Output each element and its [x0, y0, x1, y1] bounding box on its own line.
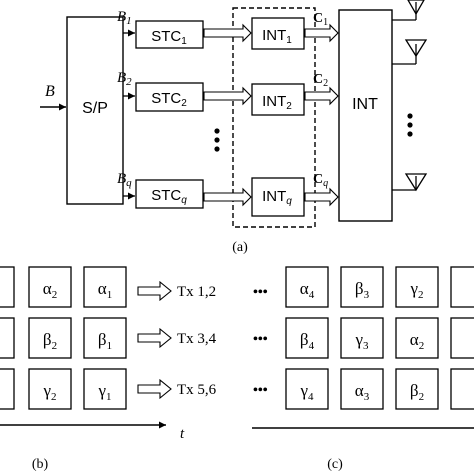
cell-c-r1-c3: [395, 266, 439, 308]
cell-b-r2-c2-label: β1: [98, 330, 112, 352]
int-q-block: [251, 177, 305, 217]
cell-c-r2-c1: [285, 317, 329, 359]
cell-b-r1-c1: [28, 266, 72, 308]
interleaver-group-dashed: [232, 7, 316, 228]
cell-b-partial-r2: [0, 317, 15, 359]
cell-c-partial-r2: [450, 317, 474, 359]
tx-label-r1: Tx 1,2: [177, 284, 216, 300]
int-2-block: [251, 83, 305, 116]
int-big-label: INT: [352, 96, 378, 113]
vertical-dots-middle: [214, 128, 220, 152]
hollow-arrow-int1-int: [304, 23, 339, 43]
cell-c-r1-c2-label: β3: [355, 279, 370, 301]
hollow-arrow-stcq-intq: [203, 187, 252, 207]
figure-b-c: α2 α1 Tx 1,2 ••• α4 β3 γ2 β2 β1 Tx 3,4 •…: [0, 266, 474, 472]
antenna-2: [392, 39, 428, 65]
c2-label: C2: [313, 72, 328, 89]
cell-b-r3-c1: [28, 368, 72, 410]
hollow-arrow-r1: [137, 280, 172, 302]
stc-2-block: [135, 82, 204, 112]
int-1-label: INT1: [262, 27, 292, 46]
input-label: B: [45, 83, 55, 100]
stc-q-label: STCq: [151, 187, 187, 206]
cell-b-r1-c1-label: α2: [43, 279, 57, 301]
hollow-arrow-stc2-int2: [203, 86, 252, 106]
int-big-block: [338, 9, 393, 222]
caption-a: (a): [232, 240, 248, 255]
ellipsis-r1: •••: [253, 285, 268, 300]
row-2: β2 β1 Tx 3,4 ••• β4 γ3 α2: [0, 317, 474, 359]
antenna-1: [392, 0, 425, 21]
c1-label: C1: [313, 11, 328, 28]
cell-b-partial-r1: [0, 266, 15, 308]
cell-c-r1-c2: [340, 266, 384, 308]
vertical-dots-antennas: [407, 113, 413, 137]
cell-c-r2-c2: [340, 317, 384, 359]
sp-label: S/P: [82, 100, 108, 117]
hollow-arrow-stc1-int1: [203, 23, 252, 43]
branch-1: B1 STC1 INT1 C1: [117, 9, 339, 50]
cell-c-partial-r3: [450, 368, 474, 410]
stc-2-label: STC2: [151, 90, 187, 109]
row-1: α2 α1 Tx 1,2 ••• α4 β3 γ2: [0, 266, 474, 308]
ellipsis-r3: •••: [253, 383, 268, 398]
cell-c-r1-c1-label: α4: [300, 279, 315, 301]
cell-c-r3-c1-label: γ4: [299, 381, 314, 403]
cell-c-r2-c3-label: α2: [410, 330, 424, 352]
cell-b-r3-c1-label: γ2: [42, 381, 56, 403]
b1-label: B1: [117, 9, 132, 27]
cell-c-r3-c1: [285, 368, 329, 410]
row-3: γ2 γ1 Tx 5,6 ••• γ4 α3 β2: [0, 368, 474, 410]
hollow-arrow-r3: [137, 378, 172, 400]
antenna-q: [392, 173, 428, 192]
cell-b-partial-r3: [0, 368, 15, 410]
cell-c-r3-c2-label: α3: [355, 381, 370, 403]
cell-c-r1-c1: [285, 266, 329, 308]
int-q-label: INTq: [262, 188, 292, 207]
b2-label: B2: [117, 70, 132, 88]
hollow-arrow-r2: [137, 327, 172, 349]
cell-c-partial-r1: [450, 266, 474, 308]
cell-b-r2-c1-label: β2: [43, 330, 57, 352]
cell-c-r3-c2: [340, 368, 384, 410]
figure-a: B S/P INT B1 STC1 INT1 C1 B2: [40, 0, 428, 255]
branch-2: B2 STC2 INT2 C2: [117, 70, 339, 116]
cell-b-r3-c2-label: γ1: [97, 381, 111, 403]
caption-b: (b): [32, 457, 49, 472]
tx-label-r3: Tx 5,6: [177, 382, 217, 398]
stc-q-block: [135, 179, 204, 209]
sp-block: [66, 16, 124, 205]
cell-b-r1-c2: [83, 266, 127, 308]
cell-c-r1-c3-label: γ2: [409, 279, 423, 301]
cell-b-r3-c2: [83, 368, 127, 410]
int-1-block: [251, 17, 305, 50]
bq-label: Bq: [117, 171, 132, 189]
cell-c-r3-c3: [395, 368, 439, 410]
cell-c-r2-c2-label: γ3: [354, 330, 369, 352]
cq-label: Cq: [313, 172, 328, 189]
hollow-arrow-intq-int: [304, 187, 339, 207]
stc-1-block: [135, 20, 204, 49]
ellipsis-r2: •••: [253, 332, 268, 347]
stc-1-label: STC1: [151, 28, 187, 47]
cell-c-r3-c3-label: β2: [410, 381, 424, 403]
int-2-label: INT2: [262, 93, 292, 112]
tx-label-r2: Tx 3,4: [177, 331, 217, 347]
cell-c-r2-c1-label: β4: [300, 330, 315, 352]
branch-q: Bq STCq INTq Cq: [117, 171, 339, 217]
caption-c: (c): [327, 457, 343, 472]
time-label: t: [180, 426, 185, 442]
cell-b-r1-c2-label: α1: [98, 279, 112, 301]
cell-b-r2-c1: [28, 317, 72, 359]
cell-b-r2-c2: [83, 317, 127, 359]
cell-c-r2-c3: [395, 317, 439, 359]
hollow-arrow-int2-int: [304, 86, 339, 106]
